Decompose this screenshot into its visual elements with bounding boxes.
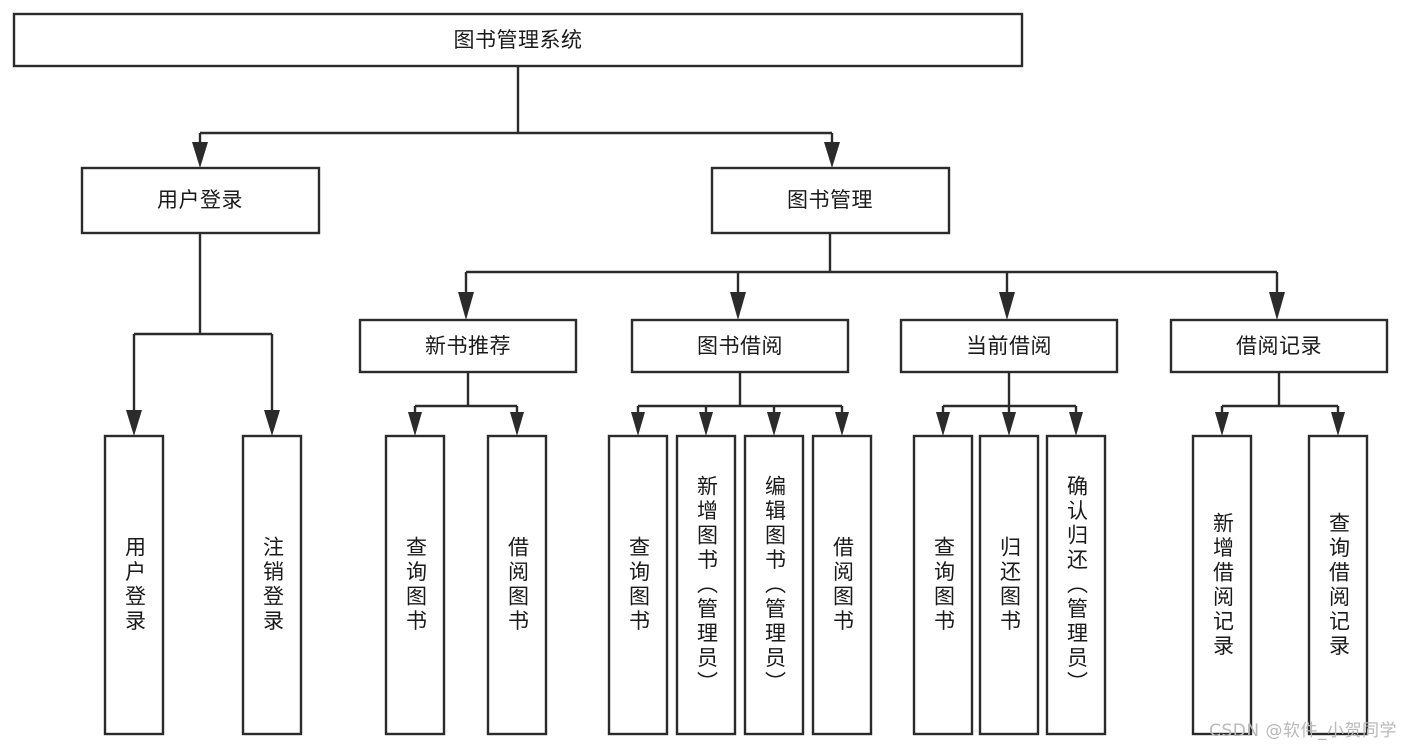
node-user-login[interactable] bbox=[80, 166, 321, 235]
arrow-to-new-book-recommend bbox=[458, 292, 474, 320]
node-leaf-query-book-1[interactable] bbox=[384, 434, 446, 736]
node-leaf-return-book[interactable] bbox=[978, 434, 1040, 736]
node-book-borrow[interactable] bbox=[630, 318, 850, 374]
node-leaf-query-book-3[interactable] bbox=[912, 434, 974, 736]
arrow-to-leaf-query-book-1 bbox=[408, 412, 422, 436]
arrow-to-leaf-return-book bbox=[1002, 412, 1016, 436]
node-leaf-user-login[interactable] bbox=[103, 434, 165, 736]
arrow-to-book-borrow bbox=[730, 292, 746, 320]
arrow-to-current-borrow bbox=[999, 292, 1015, 320]
arrow-to-leaf-confirm-return bbox=[1069, 412, 1083, 436]
arrow-to-user-login bbox=[192, 142, 208, 168]
arrow-to-leaf-add-record bbox=[1215, 412, 1229, 436]
node-root[interactable] bbox=[12, 12, 1024, 68]
node-new-book-recommend-label: 新书推荐 bbox=[425, 334, 511, 358]
arrow-to-borrow-record bbox=[1269, 292, 1285, 320]
arrow-to-leaf-query-book-2 bbox=[631, 412, 645, 436]
connector-currentborrow-to-bus bbox=[941, 372, 1078, 412]
watermark-text: CSDN @软件_小贺同学 bbox=[1209, 721, 1397, 741]
arrowhead-group bbox=[126, 142, 1345, 436]
node-borrow-record-label: 借阅记录 bbox=[1236, 334, 1322, 358]
node-user-login-label: 用户登录 bbox=[157, 188, 243, 212]
node-leaf-borrow-book-2[interactable] bbox=[811, 434, 873, 736]
node-current-borrow-label: 当前借阅 bbox=[966, 334, 1052, 358]
node-leaf-logout[interactable] bbox=[241, 434, 303, 736]
node-book-borrow-label: 图书借阅 bbox=[697, 334, 783, 358]
node-new-book-recommend[interactable] bbox=[358, 318, 578, 374]
node-leaf-query-book-2[interactable] bbox=[607, 434, 669, 736]
connector-bookmgmt-to-bus bbox=[464, 233, 1279, 292]
node-borrow-record[interactable] bbox=[1169, 318, 1389, 374]
connector-newbook-to-bus bbox=[413, 372, 519, 412]
connector-root-to-bus bbox=[198, 66, 834, 152]
node-leaf-query-record[interactable] bbox=[1307, 434, 1369, 736]
arrow-to-book-management bbox=[824, 142, 840, 168]
connector-bookborrow-to-bus bbox=[636, 372, 844, 412]
connector-borrowrecord-to-bus bbox=[1220, 372, 1340, 412]
arrow-to-leaf-add-book bbox=[699, 412, 713, 436]
node-book-management[interactable] bbox=[710, 166, 951, 235]
arrow-to-leaf-logout bbox=[264, 410, 280, 436]
arrow-to-leaf-query-record bbox=[1331, 412, 1345, 436]
connector-group bbox=[132, 66, 1340, 412]
node-book-management-label: 图书管理 bbox=[787, 188, 873, 212]
arrow-to-leaf-borrow-book-2 bbox=[835, 412, 849, 436]
arrow-to-leaf-borrow-book-1 bbox=[510, 412, 524, 436]
node-leaf-confirm-return[interactable] bbox=[1045, 434, 1107, 736]
node-leaf-add-book[interactable] bbox=[675, 434, 737, 736]
arrow-to-leaf-user-login bbox=[126, 410, 142, 436]
node-root-label: 图书管理系统 bbox=[454, 28, 583, 52]
node-current-borrow[interactable] bbox=[899, 318, 1119, 374]
arrow-to-leaf-edit-book bbox=[767, 412, 781, 436]
node-leaf-borrow-book-1[interactable] bbox=[486, 434, 548, 736]
arrow-to-leaf-query-book-3 bbox=[936, 412, 950, 436]
connector-userlogin-to-bus bbox=[132, 233, 274, 410]
node-leaf-add-record[interactable] bbox=[1191, 434, 1253, 736]
node-box-group: 图书管理系统 用户登录 图书管理 新书推荐 图书借阅 当前借阅 借阅记录 bbox=[12, 12, 1389, 736]
node-leaf-edit-book[interactable] bbox=[743, 434, 805, 736]
